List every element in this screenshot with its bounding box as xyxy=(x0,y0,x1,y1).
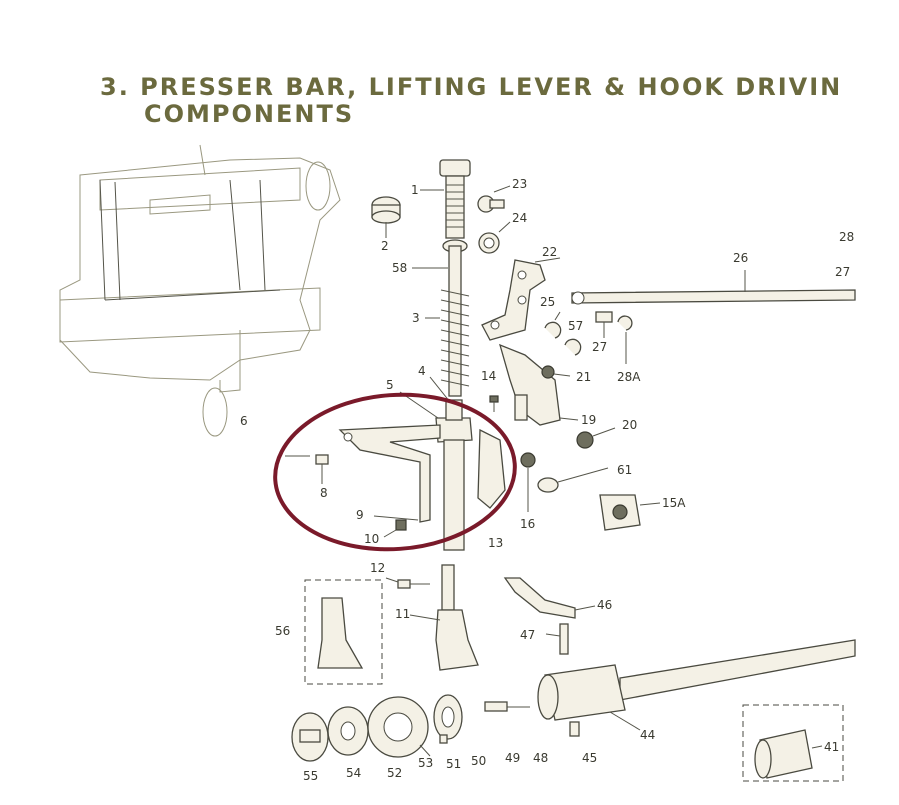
label-part-4: 4 xyxy=(418,364,426,378)
label-part-19: 19 xyxy=(581,413,596,427)
label-part-48: 48 xyxy=(533,751,548,765)
label-part-51: 51 xyxy=(446,757,461,771)
label-part-28: 28 xyxy=(839,230,854,244)
part-48-51 xyxy=(433,694,530,744)
lifting-lever-assembly xyxy=(481,257,582,426)
label-part-2: 2 xyxy=(381,239,389,253)
part-54-bobbin xyxy=(327,706,369,756)
label-part-1: 1 xyxy=(411,183,419,197)
label-part-50: 50 xyxy=(471,754,486,768)
label-part-5: 5 xyxy=(386,378,394,392)
label-part-46: 46 xyxy=(597,598,612,612)
part-41-box xyxy=(742,704,844,782)
part-27-28a xyxy=(595,311,633,364)
label-part-53: 53 xyxy=(418,756,433,770)
label-part-52: 52 xyxy=(387,766,402,780)
label-part-3: 3 xyxy=(412,311,420,325)
label-part-9: 9 xyxy=(356,508,364,522)
label-part-54: 54 xyxy=(346,766,361,780)
part-55-bobbin-case xyxy=(291,712,329,762)
label-part-10: 10 xyxy=(364,532,379,546)
title-line-1: 3. PRESSER BAR, LIFTING LEVER & HOOK DRI… xyxy=(100,74,843,101)
label-part-8: 8 xyxy=(320,486,328,500)
part-56-box xyxy=(304,579,383,685)
label-part-28a: 28A xyxy=(617,370,641,384)
label-part-16: 16 xyxy=(520,517,535,531)
label-part-26: 26 xyxy=(733,251,748,265)
label-part-14: 14 xyxy=(481,369,496,383)
part-13-16 xyxy=(443,428,536,551)
page-title: 3. PRESSER BAR, LIFTING LEVER & HOOK DRI… xyxy=(100,74,860,128)
part-61-15a xyxy=(537,467,661,531)
part-52-53-hook xyxy=(367,696,431,758)
label-part-23: 23 xyxy=(512,177,527,191)
label-part-58: 58 xyxy=(392,261,407,275)
label-part-27: 27 xyxy=(835,265,850,279)
label-part-24: 24 xyxy=(512,211,527,225)
label-part-41: 41 xyxy=(824,740,839,754)
part-45 xyxy=(569,721,580,737)
label-part-55: 55 xyxy=(303,769,318,783)
label-part-44: 44 xyxy=(640,728,655,742)
part-11-12-presser-foot xyxy=(385,564,479,671)
part-23-24 xyxy=(477,185,511,254)
label-part-20: 20 xyxy=(622,418,637,432)
label-part-6: 6 xyxy=(240,414,248,428)
label-part-45: 45 xyxy=(582,751,597,765)
label-part-49: 49 xyxy=(505,751,520,765)
label-part-21: 21 xyxy=(576,370,591,384)
part-44-hook-shaft xyxy=(537,639,856,731)
part-46-47 xyxy=(503,577,596,655)
label-part-13: 13 xyxy=(488,536,503,550)
label-part-15a: 15A xyxy=(662,496,686,510)
sewing-machine-illustration xyxy=(59,144,341,437)
part-1-thumb-screw xyxy=(420,159,471,239)
part-20 xyxy=(576,427,616,449)
part-6-8-9-10 xyxy=(285,424,441,538)
part-labels: 1 2 3 4 5 6 8 9 10 11 12 13 14 15A 16 19… xyxy=(240,177,854,783)
label-part-56: 56 xyxy=(275,624,290,638)
highlight-ellipse xyxy=(273,392,517,552)
label-part-25: 25 xyxy=(540,295,555,309)
part-26-rod xyxy=(571,270,856,305)
label-part-57: 57 xyxy=(568,319,583,333)
label-part-27-b: 27 xyxy=(592,340,607,354)
label-part-61: 61 xyxy=(617,463,632,477)
label-part-22: 22 xyxy=(542,245,557,259)
label-part-47: 47 xyxy=(520,628,535,642)
part-14-screw xyxy=(489,395,499,412)
label-part-12: 12 xyxy=(370,561,385,575)
label-part-11: 11 xyxy=(395,607,410,621)
title-line-2: COMPONENTS xyxy=(144,100,355,128)
presser-bar-and-spring xyxy=(412,239,470,397)
part-2 xyxy=(371,196,401,238)
